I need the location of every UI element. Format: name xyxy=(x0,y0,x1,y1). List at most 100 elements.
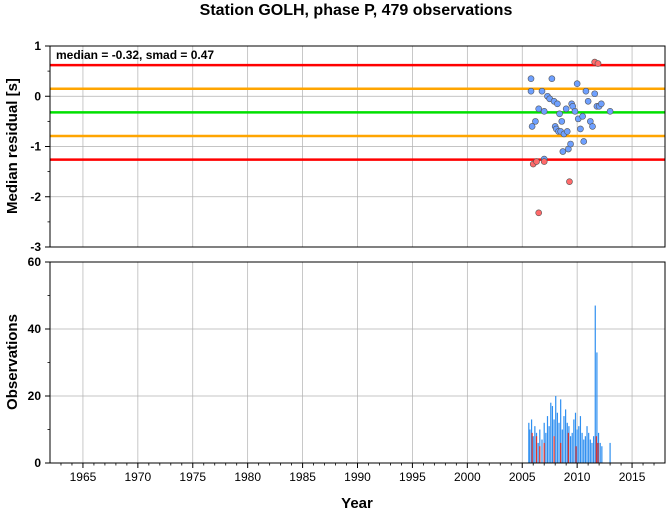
observation-bar xyxy=(558,422,560,463)
x-tick-label: 1985 xyxy=(289,470,316,484)
observation-bars xyxy=(528,305,611,463)
outlier-bar xyxy=(535,436,538,463)
inlier-point xyxy=(532,118,539,125)
bottom-y-tick-label: 60 xyxy=(28,255,42,269)
inlier-point xyxy=(527,75,535,82)
outlier-point xyxy=(540,158,548,165)
observation-bar xyxy=(586,426,588,463)
observation-bar xyxy=(555,396,557,463)
inlier-point xyxy=(606,108,614,115)
observation-bar xyxy=(548,426,550,463)
observation-bar xyxy=(601,446,603,463)
observation-bar xyxy=(534,426,536,463)
observation-bar xyxy=(551,406,554,463)
inlier-point xyxy=(548,75,556,82)
observation-bar xyxy=(566,422,568,463)
observation-bar xyxy=(550,402,552,463)
outlier-bar xyxy=(553,436,555,463)
x-tick-label: 1975 xyxy=(179,470,206,484)
inlier-point xyxy=(584,97,592,105)
inlier-point xyxy=(567,140,574,148)
observation-bar xyxy=(541,439,543,463)
observation-bar xyxy=(573,419,575,463)
inlier-point xyxy=(591,90,599,98)
outlier-point xyxy=(566,178,573,185)
inlier-point xyxy=(540,108,548,115)
inlier-point xyxy=(573,80,581,87)
inlier-point xyxy=(563,128,571,135)
observation-bar xyxy=(581,432,583,463)
residual-points xyxy=(527,58,614,217)
top-y-tick-label: -1 xyxy=(30,140,41,154)
outlier-bar xyxy=(543,442,545,463)
inlier-point xyxy=(577,125,584,133)
observation-bar xyxy=(584,436,586,463)
inlier-point xyxy=(538,87,546,95)
observation-bar xyxy=(532,436,534,463)
observation-bar xyxy=(545,432,547,463)
top-grid xyxy=(50,45,665,248)
observation-bar xyxy=(579,416,582,463)
inlier-point xyxy=(582,87,590,95)
observation-bar xyxy=(578,426,580,463)
inlier-point xyxy=(558,118,566,125)
inlier-point xyxy=(598,100,605,108)
x-tick-label: 1980 xyxy=(234,470,261,484)
x-tick-label: 2010 xyxy=(564,470,591,484)
observation-bar xyxy=(537,442,539,463)
outlier-bar xyxy=(597,442,599,463)
bottom-y-axis-label: Observations xyxy=(4,314,21,410)
observation-bar xyxy=(583,439,585,463)
outlier-bar xyxy=(539,446,541,463)
observation-bar xyxy=(599,442,601,463)
observation-bar xyxy=(609,442,611,463)
inlier-point xyxy=(580,138,588,145)
x-axis-label: Year xyxy=(341,495,373,511)
observation-bar xyxy=(574,412,577,463)
x-tick-label: 2000 xyxy=(454,470,481,484)
outlier-point xyxy=(535,209,543,217)
outlier-bar xyxy=(560,442,562,463)
observation-bar xyxy=(591,442,593,463)
observation-bar xyxy=(588,432,590,463)
x-tick-label: 2015 xyxy=(619,470,646,484)
observation-bar xyxy=(528,422,530,463)
bottom-y-tick-label: 20 xyxy=(28,389,42,403)
observation-bar xyxy=(576,429,578,463)
observation-bar xyxy=(589,439,591,463)
stats-annotation: median = -0.32, smad = 0.47 xyxy=(56,48,214,62)
inlier-point xyxy=(528,123,536,130)
inlier-point xyxy=(527,87,535,95)
outlier-point xyxy=(533,158,540,165)
x-tick-label: 1990 xyxy=(344,470,371,484)
observation-bar xyxy=(593,436,595,463)
x-tick-label: 1995 xyxy=(399,470,426,484)
inlier-point xyxy=(559,148,567,155)
observation-bar xyxy=(571,432,573,463)
observation-bar xyxy=(596,352,598,463)
inlier-point xyxy=(571,108,579,115)
x-tick-label: 1965 xyxy=(70,470,97,484)
top-y-ticks: -3-2-101 xyxy=(30,39,50,254)
inlier-point xyxy=(554,100,561,108)
observation-bar xyxy=(569,436,572,463)
top-y-tick-label: -3 xyxy=(30,240,41,254)
inlier-point xyxy=(535,105,543,113)
outlier-bar xyxy=(531,432,533,463)
outlier-bar xyxy=(575,446,577,463)
bottom-y-tick-label: 0 xyxy=(34,456,41,470)
outlier-bar xyxy=(595,436,597,463)
inlier-point xyxy=(562,105,570,113)
x-tick-label: 1970 xyxy=(125,470,152,484)
bottom-y-tick-label: 40 xyxy=(28,322,42,336)
bottom-y-ticks: 0 20 40 60 xyxy=(28,255,50,470)
chart-title: Station GOLH, phase P, 479 observations xyxy=(200,2,513,19)
observation-bar xyxy=(563,416,565,463)
observation-bar xyxy=(529,429,531,463)
top-y-axis-label: Median residual [s] xyxy=(4,78,21,214)
inlier-point xyxy=(589,123,596,130)
observation-bar xyxy=(546,416,549,463)
observation-bar xyxy=(556,412,558,463)
